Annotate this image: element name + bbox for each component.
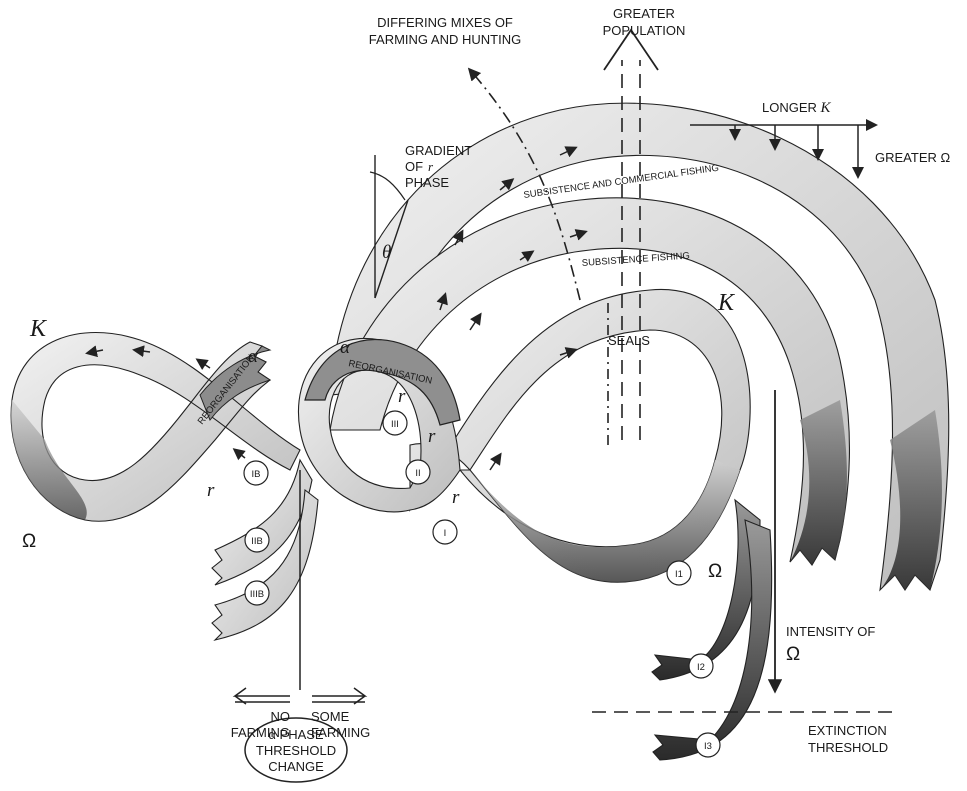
intensity-label: INTENSITY OF — [786, 624, 875, 639]
omega-right-symbol: Ω — [708, 561, 722, 582]
differing-mixes-line1: DIFFERING MIXES OF — [377, 15, 513, 30]
gradient-r: r — [428, 159, 434, 174]
seals-label: SEALS — [608, 333, 650, 348]
r-left-symbol: r — [207, 480, 215, 501]
threshold-line2: THRESHOLD — [256, 743, 336, 758]
r-I-symbol: r — [452, 487, 460, 508]
threshold-line1: α PHASE — [268, 727, 324, 742]
lower-left-ribbons — [212, 460, 318, 640]
alpha-center-symbol: α — [340, 337, 351, 358]
svg-text:IIIB: IIIB — [250, 589, 264, 600]
marker-I2: I2 — [689, 654, 713, 678]
longer-k-label: LONGER K — [762, 100, 832, 116]
intensity-omega: Ω — [786, 644, 800, 665]
some-farming-line1: SOME — [311, 709, 350, 724]
subsistence-fishing-label: SUBSISTENCE FISHING — [581, 250, 690, 269]
greater-population-line1: GREATER — [613, 6, 675, 21]
marker-IB: IB — [244, 461, 268, 485]
svg-text:I: I — [444, 528, 447, 539]
marker-I: I — [433, 520, 457, 544]
extinction-line2: THRESHOLD — [808, 740, 888, 755]
marker-I1: I1 — [667, 561, 691, 585]
marker-III: III — [383, 411, 407, 435]
marker-II: II — [406, 460, 430, 484]
threshold-line3: CHANGE — [268, 759, 324, 774]
marker-IIB: IIB — [245, 528, 269, 552]
svg-text:I3: I3 — [704, 741, 712, 752]
omega-left-symbol: Ω — [22, 531, 36, 552]
svg-text:I1: I1 — [675, 569, 683, 580]
greater-population-line2: POPULATION — [603, 23, 686, 38]
gradient-line1: GRADIENT — [405, 143, 472, 158]
k-right-symbol: K — [717, 290, 736, 316]
marker-IIIB: IIIB — [245, 581, 269, 605]
alpha-left-symbol: α — [248, 346, 259, 367]
differing-mixes-line2: FARMING AND HUNTING — [369, 32, 521, 47]
greater-omega-label: GREATER Ω — [875, 150, 950, 165]
svg-text:IB: IB — [252, 469, 261, 480]
theta-symbol: θ — [382, 242, 391, 263]
marker-I3: I3 — [696, 733, 720, 757]
r-II-symbol: r — [428, 426, 436, 447]
k-left-symbol: K — [29, 316, 48, 342]
svg-text:II: II — [415, 468, 420, 479]
gradient-line4: PHASE — [405, 175, 449, 190]
gradient-line2: OF — [405, 159, 423, 174]
svg-text:III: III — [391, 419, 399, 430]
svg-text:I2: I2 — [697, 662, 705, 673]
extinction-line1: EXTINCTION — [808, 723, 887, 738]
no-farming-line1: NO — [271, 709, 291, 724]
r-III-symbol: r — [398, 386, 406, 407]
svg-text:IIB: IIB — [251, 536, 263, 547]
